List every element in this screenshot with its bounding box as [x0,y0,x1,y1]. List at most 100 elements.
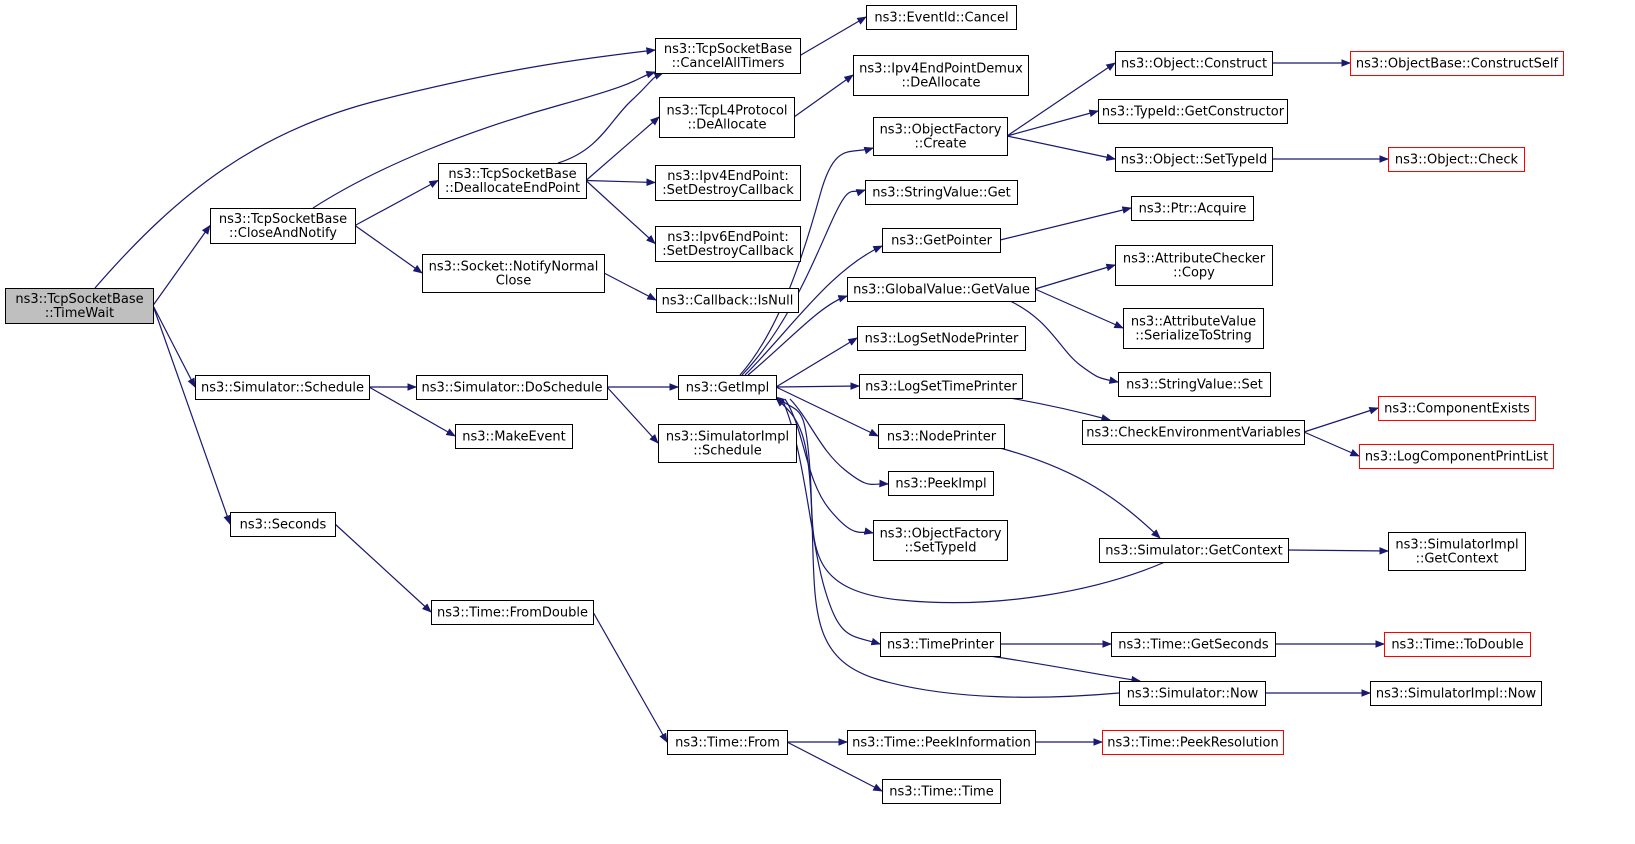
node-fromdouble[interactable]: ns3::Time::FromDouble [431,600,594,625]
edge-cancelalltimers-to-eventidcancel [799,16,867,57]
node-getimpl[interactable]: ns3::GetImpl [678,375,777,400]
node-peekresolution[interactable]: ns3::Time::PeekResolution [1102,730,1284,755]
node-attrvalueserialize[interactable]: ns3::AttributeValue::SerializeToString [1123,308,1264,349]
node-label: ::SerializeToString [1135,329,1251,344]
node-logsetnodeprinter[interactable]: ns3::LogSetNodePrinter [857,326,1026,351]
node-stringvalueset[interactable]: ns3::StringValue::Set [1118,372,1271,397]
node-simimplschedule[interactable]: ns3::SimulatorImpl::Schedule [658,424,797,463]
node-label: ns3::TypeId::GetConstructor [1102,105,1285,120]
node-label: ns3::PeekImpl [895,477,986,492]
node-simnow[interactable]: ns3::Simulator::Now [1119,681,1266,706]
node-label: ns3::Time::PeekResolution [1107,736,1278,751]
node-doschedule[interactable]: ns3::Simulator::DoSchedule [416,375,608,400]
node-attrcheckercopy[interactable]: ns3::AttributeChecker::Copy [1115,245,1273,286]
node-objectcheck[interactable]: ns3::Object::Check [1388,147,1525,172]
node-label: ns3::StringValue::Set [1126,378,1263,393]
node-globalvaluegetvalue[interactable]: ns3::GlobalValue::GetValue [847,277,1036,302]
node-timewait[interactable]: ns3::TcpSocketBase::TimeWait [5,288,154,324]
node-box [1384,632,1531,657]
node-closeandnotify[interactable]: ns3::TcpSocketBase::CloseAndNotify [210,208,356,244]
node-box [882,779,1001,804]
node-box [1119,681,1266,706]
node-seconds[interactable]: ns3::Seconds [230,512,336,537]
node-makeevent[interactable]: ns3::MakeEvent [455,424,573,449]
node-timeprinter[interactable]: ns3::TimePrinter [880,632,1001,657]
node-label: ::CancelAllTimers [672,56,785,71]
node-label: ns3::Simulator::DoSchedule [421,381,602,396]
node-peekimpl[interactable]: ns3::PeekImpl [888,471,994,496]
node-simgetcontext[interactable]: ns3::Simulator::GetContext [1099,538,1289,563]
node-label: ns3::ObjectBase::ConstructSelf [1356,57,1559,72]
node-componentexists[interactable]: ns3::ComponentExists [1378,396,1536,421]
node-box [880,632,1001,657]
node-ipv4epcb[interactable]: ns3::Ipv4EndPoint::SetDestroyCallback [655,165,801,201]
node-objfactorycreate[interactable]: ns3::ObjectFactory::Create [873,117,1008,156]
node-ptracquire[interactable]: ns3::Ptr::Acquire [1131,196,1254,221]
node-simimplnow[interactable]: ns3::SimulatorImpl::Now [1370,681,1542,706]
node-label: ns3::TimePrinter [887,638,995,653]
node-eventidcancel[interactable]: ns3::EventId::Cancel [866,5,1017,30]
node-box [857,326,1026,351]
node-getpointer[interactable]: ns3::GetPointer [882,228,1001,253]
node-label: :SetDestroyCallback [662,183,794,198]
node-box [1388,147,1525,172]
edge-objfactorycreate-to-objectsettypeid [1006,135,1116,161]
node-box [878,424,1005,449]
node-checkenvvars[interactable]: ns3::CheckEnvironmentVariables [1082,420,1305,445]
node-cancelalltimers[interactable]: ns3::TcpSocketBase::CancelAllTimers [655,38,801,74]
edge-getimpl-to-getpointer [744,245,883,376]
node-box [873,117,1008,156]
edge-notifynormalclose-to-isnull [603,272,657,301]
node-ipv6epcb[interactable]: ns3::Ipv6EndPoint::SetDestroyCallback [655,226,801,262]
node-label: ns3::Time::Time [889,785,993,800]
node-box [1111,632,1276,657]
node-deallocateendpoint[interactable]: ns3::TcpSocketBase::DeallocateEndPoint [438,163,587,199]
node-objfactorysettypeid[interactable]: ns3::ObjectFactory::SetTypeId [873,520,1008,561]
node-objectconstruct[interactable]: ns3::Object::Construct [1115,51,1273,76]
node-label: ns3::Ptr::Acquire [1139,202,1247,217]
node-objectsettypeid[interactable]: ns3::Object::SetTypeId [1115,147,1273,172]
call-edges [94,16,1389,792]
node-label: ::SetTypeId [904,541,976,556]
node-isnull[interactable]: ns3::Callback::IsNull [656,288,799,313]
node-logcomponentprintlist[interactable]: ns3::LogComponentPrintList [1359,444,1554,469]
node-tcpl4dealloc[interactable]: ns3::TcpL4Protocol::DeAllocate [659,97,795,138]
node-timefrom[interactable]: ns3::Time::From [667,730,788,755]
node-label: ::Schedule [693,444,762,459]
node-box [888,471,994,496]
node-box [5,288,154,324]
node-timetodouble[interactable]: ns3::Time::ToDouble [1384,632,1531,657]
node-box [1131,196,1254,221]
edge-globalvaluegetvalue-to-attrvalueserialize [1034,288,1124,329]
node-box [865,180,1018,205]
node-ipv4demuxdealloc[interactable]: ns3::Ipv4EndPointDemux::DeAllocate [853,55,1029,96]
node-label: ::TimeWait [45,306,114,321]
node-box [422,254,605,293]
node-box [1082,420,1305,445]
node-box [438,163,587,199]
edge-deallocateendpoint-to-ipv6epcb [585,180,656,245]
node-schedule[interactable]: ns3::Simulator::Schedule [195,375,370,400]
edge-globalvaluegetvalue-to-attrcheckercopy [1034,263,1116,290]
edge-checkenvvars-to-logcomponentprintlist [1303,431,1360,457]
node-nodeprinter[interactable]: ns3::NodePrinter [878,424,1005,449]
node-box [1099,538,1289,563]
node-simimplgetcontext[interactable]: ns3::SimulatorImpl::GetContext [1388,532,1526,571]
node-label: ns3::Socket::NotifyNormal [429,260,599,275]
node-label: ns3::NodePrinter [887,430,997,445]
node-objectbaseconstructself[interactable]: ns3::ObjectBase::ConstructSelf [1350,51,1564,76]
node-label: ::CloseAndNotify [229,226,337,241]
node-timegetseconds[interactable]: ns3::Time::GetSeconds [1111,632,1276,657]
node-timetime[interactable]: ns3::Time::Time [882,779,1001,804]
node-stringvalueget[interactable]: ns3::StringValue::Get [865,180,1018,205]
node-box [659,97,795,138]
node-logsettimeprinter[interactable]: ns3::LogSetTimePrinter [859,374,1023,399]
node-box [1350,51,1564,76]
node-box [210,208,356,244]
node-peekinformation[interactable]: ns3::Time::PeekInformation [847,730,1036,755]
edge-simgetcontext-to-simimplgetcontext [1287,547,1389,555]
node-label: ns3::Ipv6EndPoint: [667,230,788,245]
edge-closeandnotify-to-notifynormalclose [354,225,423,274]
node-typeidgetconstructor[interactable]: ns3::TypeId::GetConstructor [1098,99,1288,124]
